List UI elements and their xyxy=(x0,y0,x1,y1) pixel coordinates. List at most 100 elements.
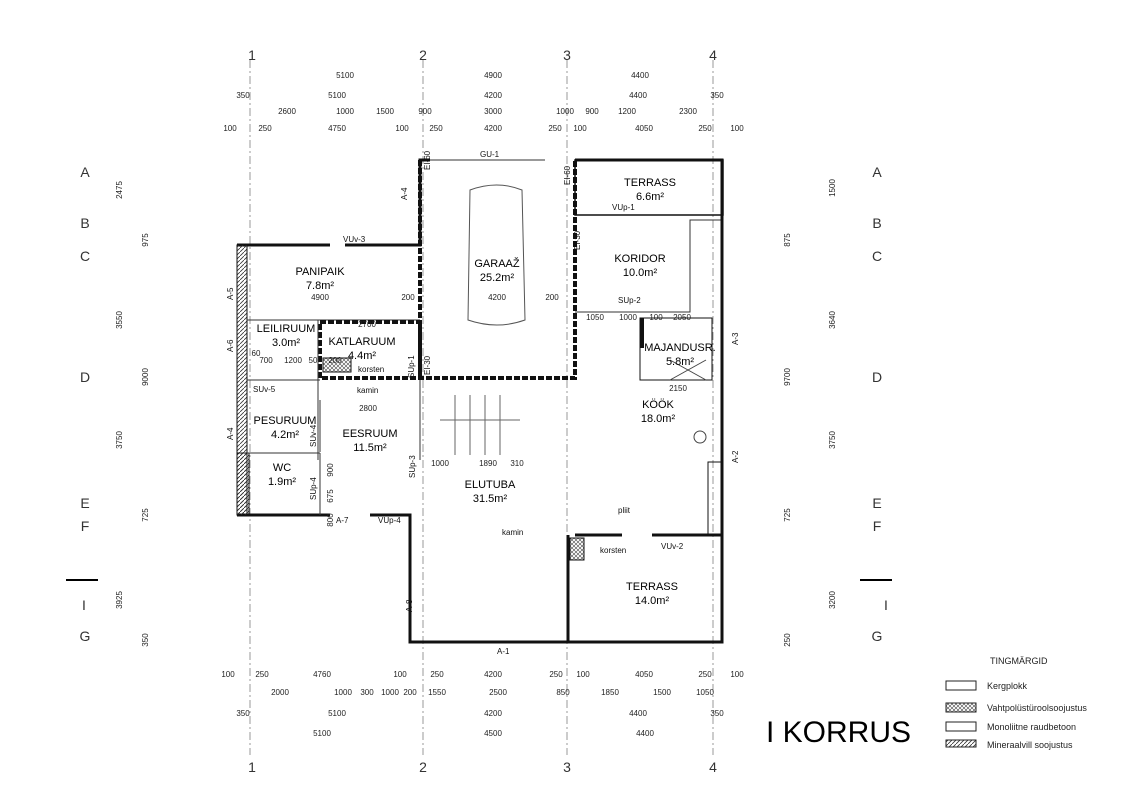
dimension-bottom: 1050 xyxy=(696,688,714,697)
dimension-right: 250 xyxy=(783,633,792,647)
dimension-inner: 700 xyxy=(259,356,273,365)
dimension-top: 4200 xyxy=(484,124,502,133)
dimension-left: 3550 xyxy=(115,311,124,329)
plan-annotation: A-6 xyxy=(226,339,235,352)
room-area: 25.2m² xyxy=(480,272,515,284)
plan-annotation: A-4 xyxy=(226,427,235,440)
dimension-top: 250 xyxy=(548,124,562,133)
axis-col-4-bottom: 4 xyxy=(709,759,717,775)
dimension-inner: 1200 xyxy=(284,356,302,365)
dimension-top: 1000 xyxy=(336,107,354,116)
dimension-top: 5100 xyxy=(328,91,346,100)
dimension-inner: 1000 xyxy=(619,313,637,322)
plan-annotation: A-4 xyxy=(400,187,409,200)
dimension-top: 5100 xyxy=(336,71,354,80)
plan-annotation: VUv-3 xyxy=(343,235,366,244)
plan-annotation: kamin xyxy=(357,386,378,395)
dimension-top: 100 xyxy=(730,124,744,133)
dimension-right: 725 xyxy=(783,508,792,522)
axis-col-2: 2 xyxy=(419,47,427,63)
dimension-right: 9700 xyxy=(783,368,792,386)
dimension-bottom: 5100 xyxy=(328,709,346,718)
axis-row-label: E xyxy=(872,495,881,511)
dimension-inner: 2700 xyxy=(358,320,376,329)
axis-col-4: 4 xyxy=(709,47,717,63)
dimension-bottom: 300 xyxy=(360,688,374,697)
dimension-right: 1500 xyxy=(828,179,837,197)
dimension-bottom: 250 xyxy=(255,670,269,679)
walls xyxy=(236,158,724,644)
legend-swatch-eps xyxy=(945,702,977,713)
plan-annotation: A-8 xyxy=(405,599,414,612)
dimension-bottom: 1000 xyxy=(381,688,399,697)
dimension-top: 4900 xyxy=(484,71,502,80)
room-area: 18.0m² xyxy=(641,413,676,425)
room-name: GARAAŽ xyxy=(474,257,520,270)
plan-annotation: EI-60 xyxy=(423,150,432,170)
plan-annotation: A-2 xyxy=(731,450,740,463)
dimension-inner: 200 xyxy=(328,356,342,365)
axis-row-label: B xyxy=(80,215,89,231)
dimension-inner: 60 xyxy=(252,349,261,358)
dimension-top: 4400 xyxy=(631,71,649,80)
legend-swatch-mineral-wool xyxy=(945,739,977,748)
floor-title: I KORRUS xyxy=(766,716,911,749)
room-name: KÖÖK xyxy=(642,399,674,411)
dimension-inner: 310 xyxy=(510,459,524,468)
dimension-left: 350 xyxy=(141,633,150,647)
plan-annotation: SUp-3 xyxy=(408,455,417,478)
axis-row-label: D xyxy=(80,369,90,385)
grid-lines xyxy=(249,60,714,755)
axis-row-label: B xyxy=(872,215,881,231)
dimension-top: 4400 xyxy=(629,91,647,100)
dimension-right: 3200 xyxy=(828,591,837,609)
room-area: 10.0m² xyxy=(623,267,658,279)
dimension-top: 2300 xyxy=(679,107,697,116)
axis-row-label: C xyxy=(872,248,882,264)
room-name: PANIPAIK xyxy=(295,266,345,278)
plan-annotation: EI-60 xyxy=(563,165,572,185)
axis-row-label: E xyxy=(80,495,89,511)
dimension-inner: 200 xyxy=(545,293,559,302)
plan-annotation: A-5 xyxy=(226,287,235,300)
room-area: 14.0m² xyxy=(635,595,670,607)
dimension-right: 3750 xyxy=(828,431,837,449)
dimension-bottom: 350 xyxy=(236,709,250,718)
dimension-left: 3750 xyxy=(115,431,124,449)
axis-col-1-bottom: 1 xyxy=(248,759,256,775)
dimension-bottom: 250 xyxy=(698,670,712,679)
dimension-inner: 1050 xyxy=(586,313,604,322)
dimension-bottom: 4500 xyxy=(484,729,502,738)
room-name: PESURUUM xyxy=(254,415,317,427)
plan-annotation: A-1 xyxy=(497,647,510,656)
dimension-top: 100 xyxy=(573,124,587,133)
plan-annotation: SUv-5 xyxy=(253,385,276,394)
legend-item: Vahtpolüstüroolsoojustus xyxy=(987,703,1087,713)
dimension-bottom: 850 xyxy=(556,688,570,697)
dimension-bottom: 4760 xyxy=(313,670,331,679)
dimension-right: 3640 xyxy=(828,311,837,329)
plan-annotation: SUp-4 xyxy=(309,477,318,500)
axis-row-label: D xyxy=(872,369,882,385)
section-mark-right: I xyxy=(884,597,888,613)
plan-annotation: SUp-2 xyxy=(618,296,641,305)
dimension-bottom: 250 xyxy=(430,670,444,679)
dimension-left: 9000 xyxy=(141,368,150,386)
plan-annotation: EI-30 xyxy=(423,355,432,375)
room-name: KORIDOR xyxy=(614,253,665,265)
plan-annotation: SUp-1 xyxy=(407,355,416,378)
dimension-top: 1200 xyxy=(618,107,636,116)
dimension-bottom: 200 xyxy=(403,688,417,697)
legend-item: Kergplokk xyxy=(987,681,1028,691)
axis-row-label: F xyxy=(873,518,882,534)
axis-col-3-bottom: 3 xyxy=(563,759,571,775)
dimension-bottom: 100 xyxy=(730,670,744,679)
dimension-bottom: 4400 xyxy=(636,729,654,738)
dimension-bottom: 100 xyxy=(576,670,590,679)
dimension-inner: 2050 xyxy=(673,313,691,322)
dimension-inner: 675 xyxy=(326,489,335,503)
